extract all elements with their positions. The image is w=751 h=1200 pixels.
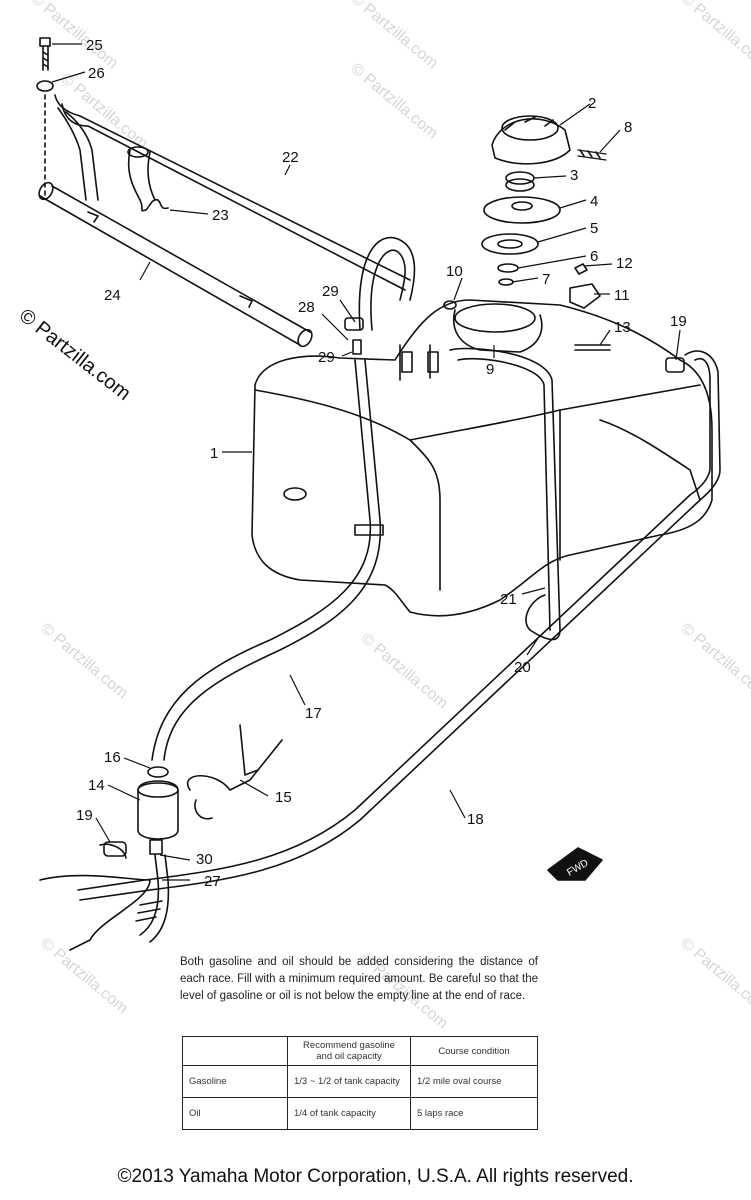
callout-15: 15 bbox=[275, 789, 292, 806]
callout-5: 5 bbox=[590, 220, 598, 237]
callout-10: 10 bbox=[446, 263, 463, 280]
seal-ring-part bbox=[481, 233, 539, 255]
callout-13: 13 bbox=[614, 319, 631, 336]
callout-30: 30 bbox=[196, 851, 213, 868]
filter-bracket-part bbox=[187, 724, 283, 820]
watermark: © Partzilla.com bbox=[37, 620, 131, 702]
table-cell: 1/3 ~ 1/2 of tank capacity bbox=[287, 1065, 411, 1098]
fuel-filter-part bbox=[137, 766, 179, 855]
callout-12: 12 bbox=[616, 255, 633, 272]
refuel-note: Both gasoline and oil should be added co… bbox=[180, 956, 538, 1002]
leader-lines bbox=[51, 43, 681, 881]
table-header-row: Recommend gasoline and oil capacity Cour… bbox=[182, 1036, 538, 1066]
callout-2: 2 bbox=[588, 95, 596, 112]
vent-hose-part bbox=[344, 236, 416, 355]
table-row: Gasoline 1/3 ~ 1/2 of tank capacity 1/2 … bbox=[182, 1065, 538, 1098]
copyright-footer: ©2013 Yamaha Motor Corporation, U.S.A. A… bbox=[117, 1166, 634, 1187]
watermark: © Partzilla.com bbox=[347, 60, 441, 142]
tube-part bbox=[38, 181, 313, 348]
callout-25: 25 bbox=[86, 37, 103, 54]
watermark: © Partzilla.com bbox=[357, 630, 451, 712]
watermark: © Partzilla.com bbox=[27, 0, 121, 72]
callout-29: 29 bbox=[322, 283, 339, 300]
return-hose-part bbox=[77, 350, 721, 901]
capacity-table: Recommend gasoline and oil capacity Cour… bbox=[182, 1036, 538, 1130]
overflow-hose-part bbox=[449, 347, 561, 641]
callout-29: 29 bbox=[318, 349, 335, 366]
fuel-tank-part bbox=[251, 299, 713, 617]
table-cell: 5 laps race bbox=[410, 1097, 538, 1130]
callout-20: 20 bbox=[514, 659, 531, 676]
watermark: © Partzilla.com bbox=[37, 935, 131, 1017]
tank-cap-part bbox=[491, 115, 607, 165]
callout-6: 6 bbox=[590, 248, 598, 265]
watermark: © Partzilla.com bbox=[677, 620, 751, 702]
callout-19: 19 bbox=[76, 807, 93, 824]
table-cell: 1/4 of tank capacity bbox=[287, 1097, 411, 1130]
callout-4: 4 bbox=[590, 193, 598, 210]
callout-27: 27 bbox=[204, 873, 221, 890]
callout-labels: 25 26 2 8 3 4 5 6 7 12 10 11 13 9 19 22 … bbox=[76, 37, 687, 890]
callout-18: 18 bbox=[467, 811, 484, 828]
gasket-part bbox=[505, 171, 535, 192]
spring-clip-part bbox=[127, 146, 169, 212]
table-cell bbox=[182, 1036, 288, 1066]
watermark: © Partzilla.com bbox=[57, 70, 151, 152]
callout-22: 22 bbox=[282, 149, 299, 166]
table-cell: 1/2 mile oval course bbox=[410, 1065, 538, 1098]
callout-19: 19 bbox=[670, 313, 687, 330]
callout-9: 9 bbox=[486, 361, 494, 378]
watermark: © Partzilla.com bbox=[677, 0, 751, 72]
table-row: Oil 1/4 of tank capacity 5 laps race bbox=[182, 1097, 538, 1130]
bolt-part bbox=[36, 37, 54, 196]
table-cell: Recommend gasoline and oil capacity bbox=[287, 1036, 411, 1066]
callout-24: 24 bbox=[104, 287, 121, 304]
fwd-arrow-icon bbox=[547, 847, 603, 881]
table-cell: Course condition bbox=[410, 1036, 538, 1066]
watermark-main: © Partzilla.com bbox=[15, 305, 135, 405]
callout-1: 1 bbox=[210, 445, 218, 462]
watermark: © Partzilla.com bbox=[677, 935, 751, 1017]
callout-11: 11 bbox=[614, 287, 630, 304]
callout-17: 17 bbox=[305, 705, 322, 722]
filter-disc-part bbox=[483, 196, 561, 224]
callout-23: 23 bbox=[212, 207, 229, 224]
callout-8: 8 bbox=[624, 119, 632, 136]
table-cell: Gasoline bbox=[182, 1065, 288, 1098]
callout-28: 28 bbox=[298, 299, 315, 316]
small-parts bbox=[443, 263, 611, 351]
callout-16: 16 bbox=[104, 749, 121, 766]
callout-21: 21 bbox=[500, 591, 517, 608]
fuel-line-part bbox=[151, 359, 384, 761]
callout-3: 3 bbox=[570, 167, 578, 184]
callout-26: 26 bbox=[88, 65, 105, 82]
callout-14: 14 bbox=[88, 777, 105, 794]
callout-7: 7 bbox=[542, 271, 550, 288]
table-cell: Oil bbox=[182, 1097, 288, 1130]
hose-part bbox=[54, 94, 411, 291]
